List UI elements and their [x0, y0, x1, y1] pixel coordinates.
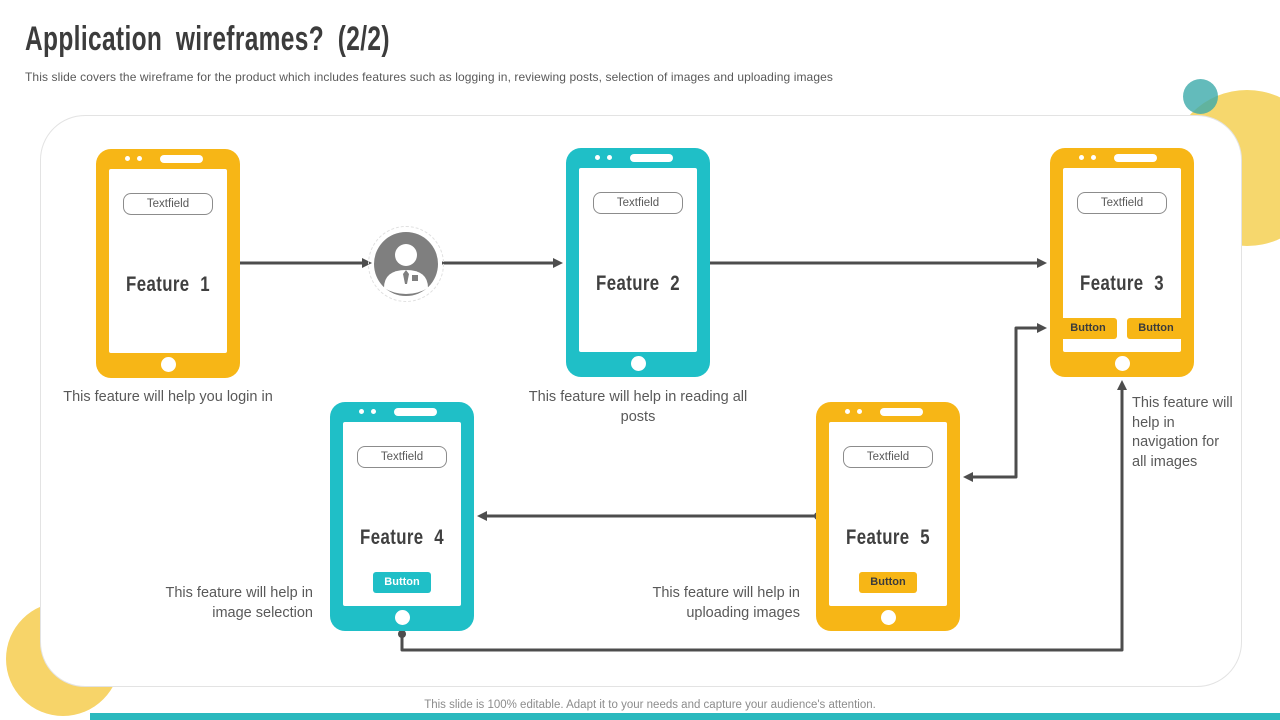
camera-dot-icon [595, 155, 600, 160]
home-button-icon[interactable] [160, 357, 176, 372]
wireframe-button[interactable]: Button [859, 572, 917, 593]
user-icon [368, 226, 444, 302]
page-subtitle: This slide covers the wireframe for the … [25, 70, 833, 84]
home-button-icon[interactable] [880, 610, 896, 625]
phone-screen: Textfield Feature 4 Button [343, 422, 461, 606]
phone-feature-4: Textfield Feature 4 Button [330, 402, 474, 631]
feature-4-label: Feature 4 [360, 526, 444, 549]
phone-screen: Textfield Feature 2 [579, 168, 697, 352]
bottom-teal-bar [90, 713, 1280, 720]
home-button-icon[interactable] [394, 610, 410, 625]
wireframe-button[interactable]: Button [1127, 318, 1185, 339]
textfield-input[interactable]: Textfield [593, 192, 683, 214]
decorative-teal-circle-top-right [1183, 79, 1218, 114]
phone-feature-5: Textfield Feature 5 Button [816, 402, 960, 631]
wireframe-button[interactable]: Button [373, 572, 431, 593]
phone-screen: Textfield Feature 5 Button [829, 422, 947, 606]
camera-dot-icon [371, 409, 376, 414]
camera-dot-icon [137, 156, 142, 161]
caption-feature-2: This feature will help in reading all po… [528, 389, 748, 425]
textfield-input[interactable]: Textfield [843, 446, 933, 468]
speaker-bar-icon [160, 155, 203, 163]
speaker-bar-icon [630, 154, 673, 162]
camera-dot-icon [1079, 155, 1084, 160]
home-button-icon[interactable] [1114, 356, 1130, 371]
phone-feature-1: Textfield Feature 1 [96, 149, 240, 378]
camera-dot-icon [125, 156, 130, 161]
phone-feature-3: Textfield Feature 3 Button Button [1050, 148, 1194, 377]
camera-dot-icon [1091, 155, 1096, 160]
feature-5-label: Feature 5 [846, 526, 930, 549]
caption-feature-1: This feature will help you login in [63, 389, 273, 405]
user-avatar-icon [374, 232, 438, 296]
phone-screen: Textfield Feature 3 Button Button [1059, 168, 1185, 352]
speaker-bar-icon [880, 408, 923, 416]
feature-3-label: Feature 3 [1080, 272, 1164, 295]
camera-dot-icon [607, 155, 612, 160]
caption-feature-5: This feature will help in uploading imag… [652, 585, 801, 621]
textfield-input[interactable]: Textfield [357, 446, 447, 468]
home-button-icon[interactable] [630, 356, 646, 371]
caption-feature-4: This feature will help in image selectio… [165, 585, 314, 621]
speaker-bar-icon [1114, 154, 1157, 162]
camera-dot-icon [359, 409, 364, 414]
page-title: Application wireframes? (2/2) [25, 20, 390, 58]
feature-2-label: Feature 2 [596, 272, 680, 295]
footer-note: This slide is 100% editable. Adapt it to… [424, 699, 876, 711]
speaker-bar-icon [394, 408, 437, 416]
feature-1-label: Feature 1 [126, 273, 210, 296]
phone-feature-2: Textfield Feature 2 [566, 148, 710, 377]
textfield-input[interactable]: Textfield [1077, 192, 1167, 214]
caption-feature-3: This feature will help in navigation for… [1132, 395, 1233, 470]
textfield-input[interactable]: Textfield [123, 193, 213, 215]
camera-dot-icon [857, 409, 862, 414]
camera-dot-icon [845, 409, 850, 414]
phone-screen: Textfield Feature 1 [109, 169, 227, 353]
wireframe-button[interactable]: Button [1059, 318, 1117, 339]
